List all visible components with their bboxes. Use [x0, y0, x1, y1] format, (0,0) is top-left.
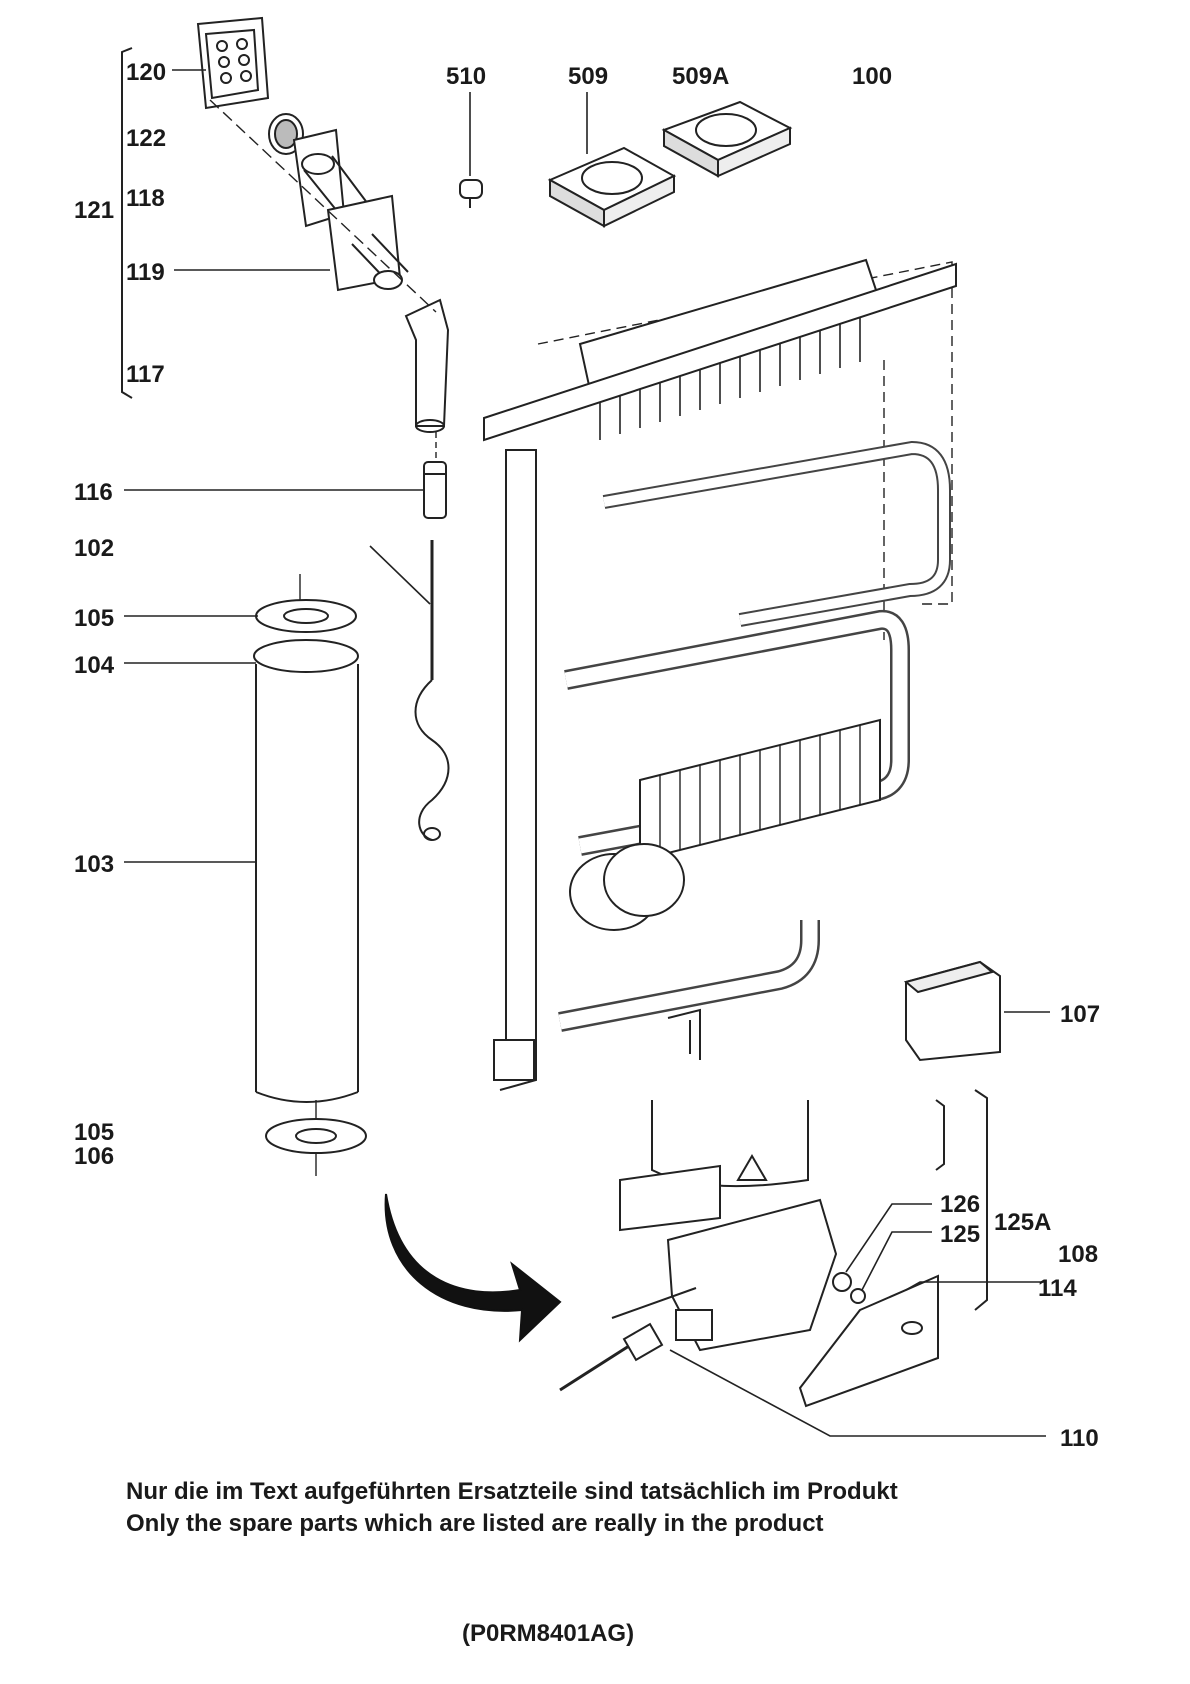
part-labels: 120 122 118 121 119 117 116 102 105 104 … [74, 59, 1100, 1452]
label-509a: 509A [672, 63, 729, 90]
label-126: 126 [940, 1191, 980, 1218]
label-510: 510 [446, 63, 486, 90]
label-114: 114 [1038, 1275, 1077, 1302]
label-121: 121 [74, 197, 114, 224]
flue-flange [326, 194, 409, 292]
burner-tube [253, 574, 367, 1176]
baffle [423, 461, 447, 519]
label-125a: 125A [994, 1209, 1051, 1236]
burner-cover [903, 960, 1001, 1062]
note-english: Only the spare parts which are listed ar… [126, 1510, 824, 1537]
cooling-unit [483, 258, 957, 1091]
label-125: 125 [940, 1221, 980, 1248]
label-116: 116 [74, 479, 113, 506]
fan-509a [661, 100, 793, 178]
flue-tube [292, 128, 393, 253]
label-509: 509 [568, 63, 608, 90]
label-110: 110 [1060, 1425, 1099, 1452]
spiral-baffle [414, 540, 450, 841]
label-103: 103 [74, 851, 114, 878]
note-german: Nur die im Text aufgeführten Ersatzteile… [126, 1478, 898, 1505]
curved-arrow [384, 1193, 562, 1343]
document-code: (P0RM8401AG) [462, 1620, 635, 1647]
label-119: 119 [126, 259, 165, 286]
thermostat-510 [459, 179, 483, 208]
label-122: 122 [126, 125, 166, 152]
label-107: 107 [1060, 1001, 1100, 1028]
flue-cover-plate [196, 16, 270, 110]
label-117: 117 [126, 361, 165, 388]
label-118: 118 [126, 185, 165, 212]
label-104: 104 [74, 652, 115, 679]
fan-509 [547, 146, 677, 228]
flue-elbow [404, 298, 450, 433]
label-105-top: 105 [74, 605, 114, 632]
label-120: 120 [126, 59, 166, 86]
label-100: 100 [852, 63, 892, 90]
label-105-bottom: 105 [74, 1119, 114, 1146]
flue-assembly [121, 16, 450, 841]
leader-lines [124, 69, 1050, 1437]
label-102: 102 [74, 535, 114, 562]
burner-assembly [559, 1089, 988, 1408]
label-106: 106 [74, 1143, 114, 1170]
label-108: 108 [1058, 1241, 1098, 1268]
